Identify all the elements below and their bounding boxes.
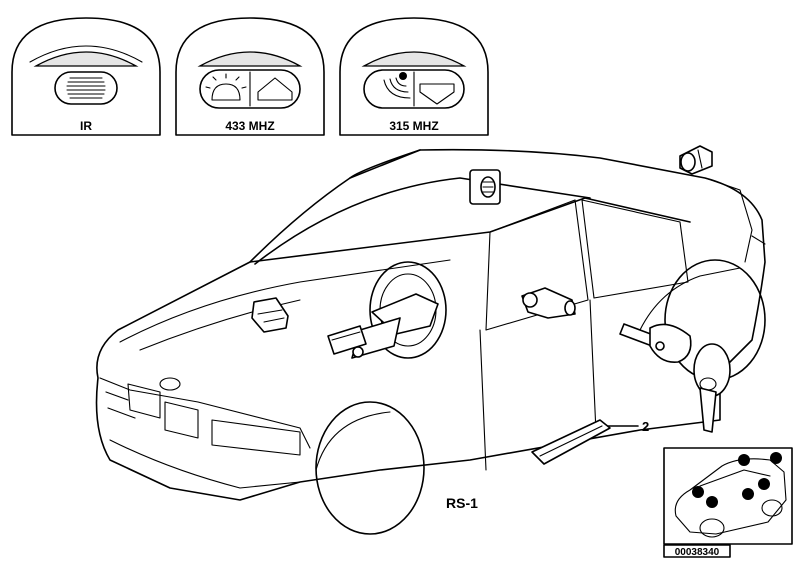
- control-unit-part: [251, 297, 289, 333]
- car-illustration: [95, 148, 766, 535]
- fob-label-ir: IR: [80, 119, 92, 133]
- key-fob-ir: IR: [11, 17, 161, 136]
- ignition-switch-part: [327, 325, 367, 358]
- lock-house-icon: [257, 77, 293, 101]
- location-dot: [742, 488, 754, 500]
- part-2-sill-pad: [531, 419, 611, 465]
- steering-wheel: [351, 261, 447, 359]
- key-fob-315mhz: 315 MHZ: [339, 17, 489, 136]
- model-code-label: RS-1: [446, 495, 478, 511]
- location-dot: [692, 486, 704, 498]
- callout-part-2: 2: [642, 419, 649, 434]
- trunk-lock-part: [679, 145, 713, 175]
- inset-part-number: 00038340: [675, 547, 720, 558]
- door-lock-cylinder-part: [521, 287, 576, 319]
- signal-waves-icon: [383, 72, 411, 99]
- location-dot: [738, 454, 750, 466]
- location-dot: [770, 452, 782, 464]
- inset-locator: 00038340: [663, 447, 793, 558]
- location-dot: [758, 478, 770, 490]
- fob-label-315mhz: 315 MHZ: [389, 119, 438, 133]
- location-dot: [706, 496, 718, 508]
- interior-sensor-part: [469, 169, 501, 205]
- key-fob-433mhz: 433 MHZ: [175, 17, 325, 136]
- infrared-window-icon: [66, 77, 106, 99]
- lock-arrow-icon: [419, 83, 455, 105]
- unlock-lamp-icon: [205, 73, 247, 101]
- remote-key-part: [619, 323, 731, 433]
- fob-label-433mhz: 433 MHZ: [225, 119, 274, 133]
